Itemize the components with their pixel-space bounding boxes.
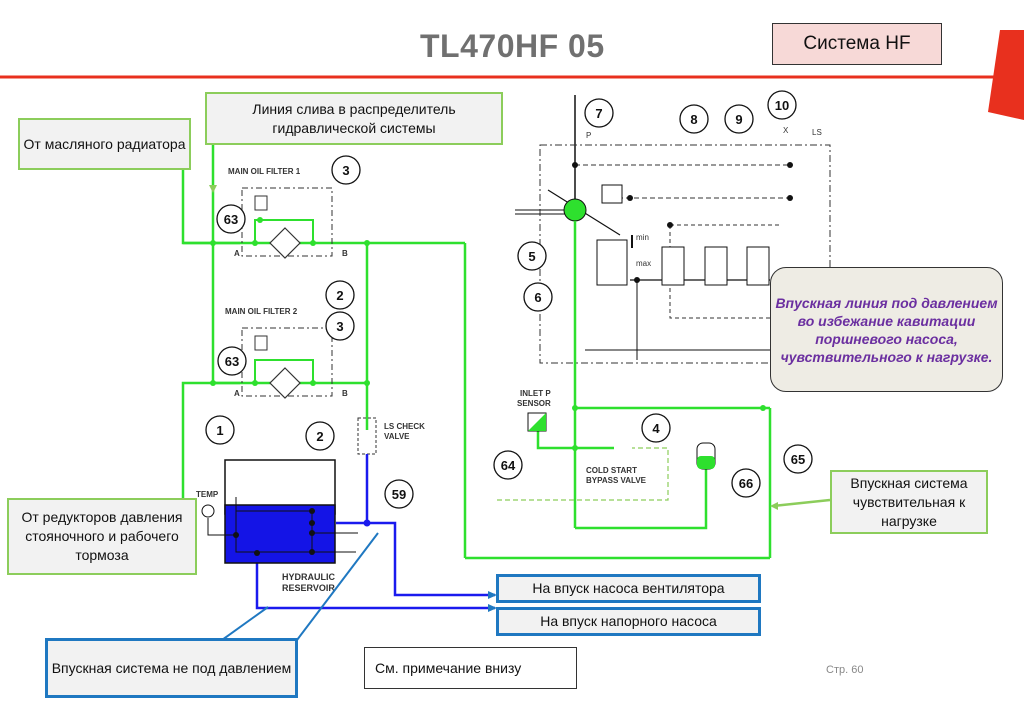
clog-indicator-icon <box>254 335 268 351</box>
bypass-line <box>254 359 314 383</box>
item-64: 64 <box>493 450 523 480</box>
callout-drain-line: Линия слива в распределитель гидравличес… <box>205 92 503 145</box>
svg-text:63: 63 <box>224 212 238 227</box>
callout-main-pump-inlet: На впуск напорного насоса <box>496 607 761 636</box>
callout-arrow <box>296 532 379 641</box>
item-63: 63 <box>217 346 247 376</box>
svg-text:P: P <box>586 131 591 140</box>
svg-text:SENSOR: SENSOR <box>517 399 551 408</box>
callout-arrow <box>772 498 831 508</box>
svg-text:2: 2 <box>316 429 323 444</box>
item-numbers: 1 2 2 3 3 4 5 6 7 8 9 10 59 63 63 64 65 … <box>205 90 813 509</box>
filter-element-icon <box>269 367 301 399</box>
callout-unpressurized-inlet: Впускная система не под давлением <box>45 638 298 698</box>
svg-text:TEMP: TEMP <box>196 490 219 499</box>
pressure-line <box>536 428 614 450</box>
svg-text:RESERVOIR: RESERVOIR <box>282 583 335 593</box>
control-valve-10-icon <box>746 246 770 286</box>
svg-text:3: 3 <box>342 163 349 178</box>
item-9: 9 <box>724 104 754 134</box>
svg-text:9: 9 <box>735 112 742 127</box>
callout-arrow <box>221 606 269 641</box>
svg-text:INLET P: INLET P <box>520 389 551 398</box>
page-number: Стр. 60 <box>826 664 864 676</box>
svg-text:min: min <box>636 233 649 242</box>
svg-text:B: B <box>342 389 348 398</box>
item-4: 4 <box>641 413 671 443</box>
clog-indicator-icon <box>254 195 268 211</box>
item-6: 6 <box>523 282 553 312</box>
servo-piston-icon <box>596 239 628 286</box>
svg-text:HYDRAULIC: HYDRAULIC <box>282 572 335 582</box>
svg-text:LS CHECK: LS CHECK <box>384 422 425 431</box>
piston-pump-icon <box>563 198 587 222</box>
item-10: 10 <box>767 90 797 120</box>
callout-see-note: См. примечание внизу <box>364 647 577 689</box>
corner-wedge <box>988 30 1024 120</box>
control-valve-9-icon <box>704 246 728 286</box>
filter-element-icon <box>269 227 301 259</box>
bypass-line <box>254 219 314 243</box>
svg-text:1: 1 <box>216 423 223 438</box>
callout-load-sensing-inlet: Впускная система чувствительная к нагруз… <box>830 470 988 534</box>
item-65: 65 <box>783 444 813 474</box>
filter-1-label: MAIN OIL FILTER 1 <box>228 167 301 176</box>
page-title: TL470HF 05 <box>420 28 605 64</box>
callout-pressurized-inlet: Впускная линия под давлением во избежани… <box>770 267 1003 392</box>
svg-text:8: 8 <box>690 112 697 127</box>
svg-text:6: 6 <box>534 290 541 305</box>
callout-fan-pump-inlet: На впуск насоса вентилятора <box>496 574 761 603</box>
svg-text:63: 63 <box>225 354 239 369</box>
item-59: 59 <box>384 479 414 509</box>
svg-text:10: 10 <box>775 98 789 113</box>
svg-text:7: 7 <box>595 106 602 121</box>
svg-text:LS: LS <box>812 128 822 137</box>
svg-text:X: X <box>783 126 789 135</box>
svg-text:5: 5 <box>528 249 535 264</box>
item-8: 8 <box>679 104 709 134</box>
hydraulic-reservoir <box>224 504 336 564</box>
arrow-head <box>209 185 217 193</box>
callout-oil-radiator: От масляного радиатора <box>18 118 191 170</box>
item-3: 3 <box>331 155 361 185</box>
svg-text:4: 4 <box>652 421 660 436</box>
svg-text:2: 2 <box>336 288 343 303</box>
svg-text:3: 3 <box>336 319 343 334</box>
filter-2-label: MAIN OIL FILTER 2 <box>225 307 298 316</box>
item-63: 63 <box>216 204 246 234</box>
svg-text:max: max <box>636 259 651 268</box>
svg-text:A: A <box>234 389 240 398</box>
item-7: 7 <box>584 98 614 128</box>
temp-sensor-icon <box>201 504 215 518</box>
control-valve-8-icon <box>661 246 685 286</box>
item-3: 3 <box>325 311 355 341</box>
svg-text:VALVE: VALVE <box>384 432 410 441</box>
bypass-valve-outline <box>497 447 669 501</box>
suction-line <box>255 553 495 610</box>
item-66: 66 <box>731 468 761 498</box>
pressure-line <box>575 468 708 530</box>
svg-text:A: A <box>234 249 240 258</box>
system-label-box: Система HF <box>772 23 942 65</box>
svg-text:COLD START: COLD START <box>586 466 637 475</box>
item-2: 2 <box>325 280 355 310</box>
svg-text:66: 66 <box>739 476 753 491</box>
svg-text:BYPASS VALVE: BYPASS VALVE <box>586 476 647 485</box>
item-2: 2 <box>305 421 335 451</box>
item-1: 1 <box>205 415 235 445</box>
compensator-valve-icon <box>601 184 623 204</box>
item-5: 5 <box>517 241 547 271</box>
svg-text:B: B <box>342 249 348 258</box>
callout-brake-reducers: От редукторов давления стояночного и раб… <box>7 498 197 575</box>
svg-text:64: 64 <box>501 458 516 473</box>
svg-text:65: 65 <box>791 452 805 467</box>
svg-text:59: 59 <box>392 487 406 502</box>
